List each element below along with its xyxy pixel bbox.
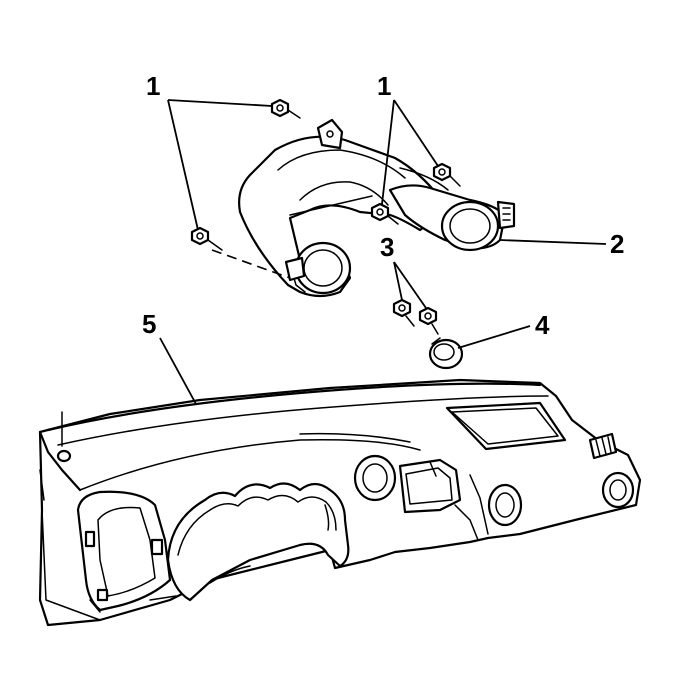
right-vent-inner bbox=[487, 483, 523, 527]
instrument-panel bbox=[38, 378, 642, 627]
callout-4: 4 bbox=[535, 310, 550, 340]
right-vent-outer bbox=[601, 471, 635, 509]
nut-icon bbox=[190, 98, 461, 335]
center-vent-left bbox=[353, 454, 397, 502]
callout-5: 5 bbox=[142, 309, 156, 339]
round-vent bbox=[428, 337, 464, 370]
callout-3: 3 bbox=[380, 232, 394, 262]
sensor-hole bbox=[56, 449, 72, 463]
duct-right bbox=[388, 167, 516, 252]
leader-lines bbox=[159, 99, 607, 405]
callout-1-left: 1 bbox=[146, 71, 160, 101]
callout-1-right: 1 bbox=[377, 71, 391, 101]
duct-left bbox=[238, 118, 457, 298]
panel-clip bbox=[150, 538, 164, 556]
callout-2: 2 bbox=[610, 229, 624, 259]
mount-tab bbox=[316, 118, 344, 150]
